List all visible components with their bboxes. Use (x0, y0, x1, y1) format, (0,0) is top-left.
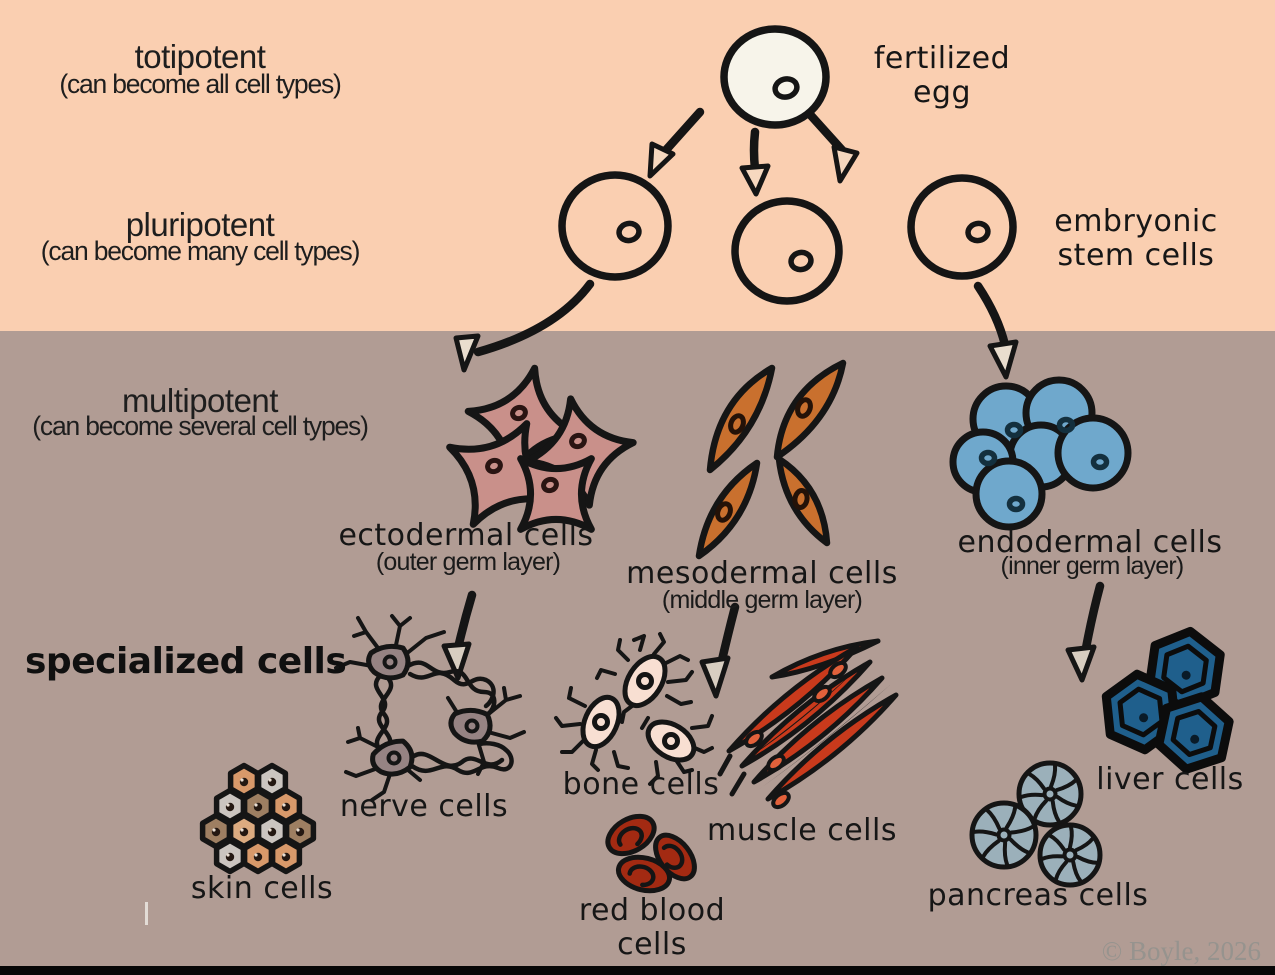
liver-cells-figure (1101, 626, 1234, 774)
nerve-cells-label: nerve cells (339, 789, 509, 824)
fertilized-egg-line2: egg (912, 75, 972, 110)
mesodermal-cells-figure (695, 359, 847, 560)
bone-cells-figure (554, 632, 714, 786)
ectodermal-cells-figure (446, 364, 637, 533)
red-blood-cells-figure (605, 813, 697, 894)
totipotent-title: totipotent (134, 38, 266, 75)
axon-braids (373, 660, 514, 776)
embryonic-line2: stem cells (1057, 238, 1215, 273)
embryonic-line1: embryonic (1054, 204, 1218, 239)
arrow-egg-to-middle-cell (739, 127, 771, 197)
embryonic-stem-cells-figure (558, 171, 1017, 305)
multipotent-subtitle: (can become several cell types) (32, 411, 369, 441)
mesodermal-label: mesodermal cells (626, 556, 898, 591)
pancreas-cells-figure (969, 760, 1103, 888)
mesodermal-sublabel: (middle germ layer) (661, 586, 863, 614)
nerve-cells-figure (334, 614, 526, 802)
skin-cells-label: skin cells (190, 871, 334, 906)
red-blood-line2: cells (617, 927, 687, 962)
pluripotent-title: pluripotent (125, 206, 275, 243)
pluripotent-subtitle: (can become many cell types) (40, 236, 361, 266)
liver-cells-label: liver cells (1096, 762, 1244, 797)
skin-cells-figure (199, 762, 317, 875)
totipotent-subtitle: (can become all cell types) (59, 69, 342, 99)
bottom-bar (0, 966, 1275, 975)
fertilized-egg-label: fertilized egg (874, 42, 1010, 110)
multipotent-title: multipotent (122, 382, 278, 419)
pancreas-cells-label: pancreas cells (927, 878, 1149, 913)
red-blood-cells-label: red blood cells (579, 894, 725, 962)
arrow-to-endodermal (973, 281, 1019, 380)
fertilized-egg-line1: fertilized (873, 41, 1011, 76)
ectodermal-sublabel: (outer germ layer) (375, 548, 561, 576)
endodermal-sublabel: (inner germ layer) (1000, 552, 1185, 580)
specialized-cells-title: specialized cells (25, 641, 347, 682)
muscle-cells-figure (717, 638, 899, 810)
endodermal-label: endodermal cells (957, 525, 1223, 560)
arrow-meso-to-specialized (699, 602, 740, 699)
endodermal-cells-figure (949, 376, 1132, 531)
ectodermal-label: ectodermal cells (338, 518, 594, 553)
arrow-ecto-to-nerve (441, 590, 477, 681)
fertilized-egg-figure (720, 25, 830, 129)
arrow-endo-to-liver (1065, 581, 1105, 683)
cursor-artifact (145, 902, 148, 925)
copyright-text: © Boyle, 2026 (1101, 936, 1261, 966)
embryonic-stem-cells-label: embryonic stem cells (1054, 205, 1218, 273)
muscle-cells-label: muscle cells (707, 813, 897, 848)
bone-cells-label: bone cells (562, 767, 720, 802)
egg-nucleus (772, 76, 800, 100)
red-blood-line1: red blood (578, 893, 726, 928)
arrow-to-ectodermal (453, 279, 595, 373)
bone-spikes (554, 632, 714, 786)
arrow-egg-to-left-cell (647, 107, 705, 179)
